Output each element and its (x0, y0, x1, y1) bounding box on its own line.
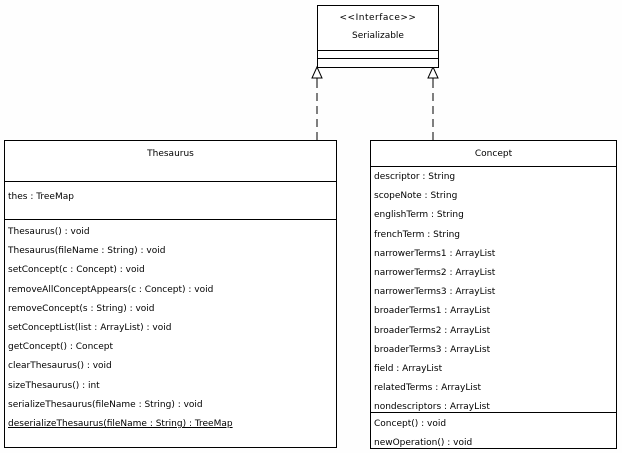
concept-attribute: relatedTerms : ArrayList (374, 383, 482, 394)
thesaurus-class-name: Thesaurus (147, 149, 194, 159)
concept-attribute: narrowerTerms3 : ArrayList (374, 287, 496, 298)
concept-name-section: Concept (371, 141, 616, 166)
interface-operations-section (318, 58, 438, 67)
concept-operation: newOperation() : void (374, 438, 473, 449)
concept-class-box[interactable]: Concept descriptor : String scopeNote : … (370, 140, 617, 449)
thesaurus-operation: Thesaurus() : void (8, 227, 90, 237)
interface-attributes-section (318, 50, 438, 58)
thesaurus-operation: setConceptList(list : ArrayList) : void (8, 322, 172, 333)
concept-attribute: broaderTerms2 : ArrayList (374, 325, 491, 336)
interface-name: Serializable (352, 31, 404, 41)
thesaurus-operation: serializeThesaurus(fileName : String) : … (8, 399, 203, 410)
thesaurus-static-operation: deserializeThesaurus(fileName : String) … (8, 418, 233, 429)
interface-stereotype: <<Interface>> (339, 13, 417, 23)
concept-attribute: frenchTerm : String (374, 229, 460, 240)
concept-attribute: scopeNote : String (374, 191, 458, 202)
thesaurus-operation: Thesaurus(fileName : String) : void (8, 246, 166, 257)
concept-attribute: nondescriptors : ArrayList (374, 402, 490, 413)
thesaurus-operation: sizeThesaurus() : int (8, 380, 100, 391)
concept-class-name: Concept (474, 149, 513, 159)
thesaurus-operation: setConcept(c : Concept) : void (8, 265, 145, 276)
thesaurus-name-section: Thesaurus (5, 141, 336, 181)
concept-attributes-section: descriptor : String scopeNote : String e… (371, 166, 616, 412)
concept-operation: Concept() : void (374, 419, 447, 429)
realization-arrowhead-thesaurus (311, 65, 323, 79)
concept-attribute: englishTerm : String (374, 210, 464, 221)
thesaurus-operations-section: Thesaurus() : void Thesaurus(fileName : … (5, 219, 336, 434)
concept-operations-section: Concept() : void newOperation() : void (371, 412, 616, 453)
concept-attribute: narrowerTerms2 : ArrayList (374, 267, 496, 278)
concept-attribute: field : ArrayList (374, 363, 443, 374)
concept-attribute: broaderTerms1 : ArrayList (374, 306, 491, 317)
thesaurus-attributes-section: thes : TreeMap (5, 181, 336, 219)
concept-attribute: narrowerTerms1 : ArrayList (374, 248, 496, 259)
serializable-interface-box[interactable]: <<Interface>> Serializable (317, 5, 439, 68)
thesaurus-attribute: thes : TreeMap (8, 192, 74, 202)
concept-attribute: broaderTerms3 : ArrayList (374, 344, 491, 355)
realization-arrowhead-concept (427, 65, 439, 79)
thesaurus-operation: removeAllConceptAppears(c : Concept) : v… (8, 284, 214, 295)
thesaurus-operation: clearThesaurus() : void (8, 361, 112, 372)
thesaurus-operation: getConcept() : Concept (8, 342, 113, 353)
thesaurus-class-box[interactable]: Thesaurus thes : TreeMap Thesaurus() : v… (4, 140, 337, 448)
thesaurus-operation: removeConcept(s : String) : void (8, 303, 155, 314)
concept-attribute: descriptor : String (374, 172, 456, 182)
interface-name-section: <<Interface>> Serializable (318, 6, 438, 50)
